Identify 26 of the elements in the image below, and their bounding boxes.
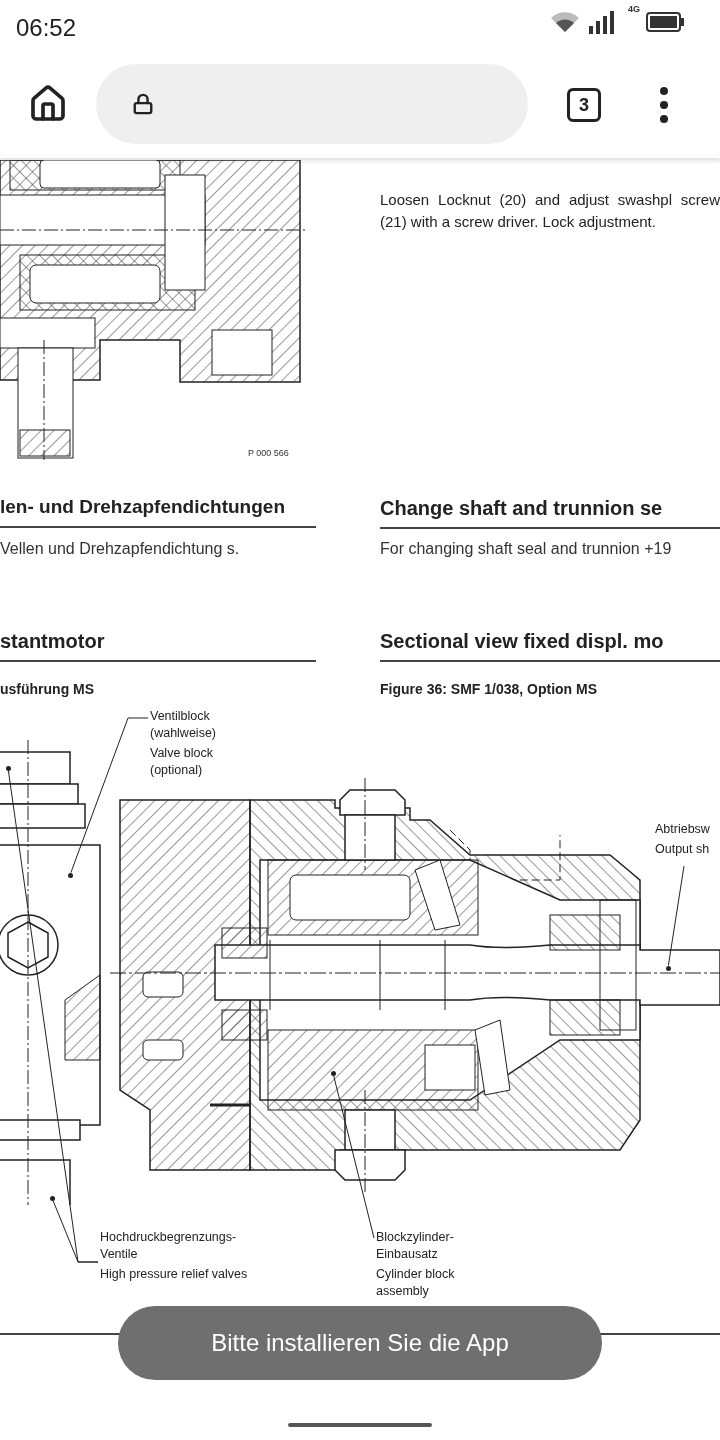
callout-text: Hochdruckbegrenzungs-Ventile <box>100 1229 238 1263</box>
status-time: 06:52 <box>16 13 78 43</box>
toast-message: Bitte installieren Sie die App <box>118 1306 602 1380</box>
callout-text: Cylinder block assembly <box>376 1266 456 1300</box>
section-heading: Change shaft and trunnion se <box>380 493 720 529</box>
callout-text: Blockzylinder-Einbausatz <box>376 1229 455 1263</box>
leader-line <box>52 1199 99 1263</box>
network-type: 4G <box>628 3 641 16</box>
body-text: For changing shaft seal and trunnion +19 <box>380 539 673 559</box>
leader-line <box>667 865 685 967</box>
leader-line <box>333 1074 375 1239</box>
callout-text: Valve block (optional) <box>150 745 214 779</box>
section-heading: len- und Drehzapfendichtungen <box>0 493 316 528</box>
figure-caption: Figure 36: SMF 1/038, Option MS <box>380 680 599 699</box>
callout-text: High pressure relief valves <box>100 1266 249 1283</box>
callout-text: Abtriebsw <box>655 821 711 838</box>
tab-count: 3 <box>567 88 601 122</box>
section-heading: Sectional view fixed displ. mo <box>380 626 720 662</box>
callout-text: Output sh <box>655 841 711 858</box>
body-text: Vellen und Drehzapfendichtung s. <box>0 539 241 559</box>
figure-caption: usführung MS <box>0 680 96 699</box>
callout-text: Ventilblock (wahlweise) <box>150 708 217 742</box>
section-heading: stantmotor <box>0 626 316 662</box>
leader-line <box>70 717 149 874</box>
instruction-paragraph: Loosen Locknut (20) and adjust swashpl screw (21) with a screw driver. Lock adjustment. <box>380 190 720 232</box>
figure-number: P 000 566 <box>248 447 290 460</box>
